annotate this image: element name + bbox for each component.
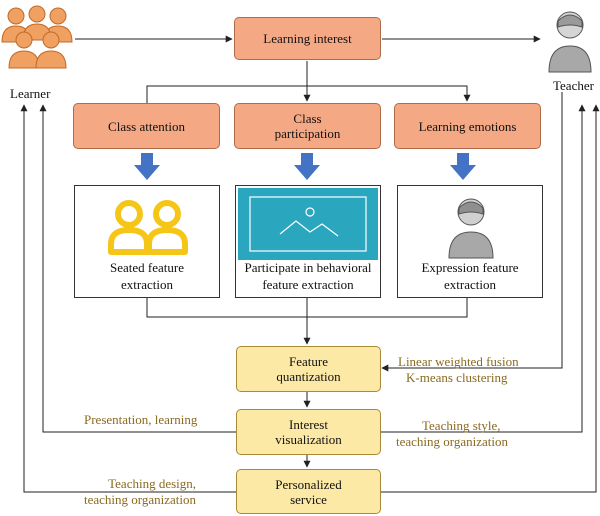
behavioral-feature-line-1: Participate in behavioral xyxy=(244,260,372,275)
feature-quantization-line-1: Feature xyxy=(289,354,328,369)
learner-group-icon xyxy=(1,5,73,69)
learning-emotions-label: Learning emotions xyxy=(418,118,517,134)
arrow-visualization-to-teacher xyxy=(381,104,586,433)
seated-feature-line-2: extraction xyxy=(121,277,173,292)
presentation-note-text: Presentation, learning xyxy=(84,412,198,427)
interest-visualization-line-2: visualization xyxy=(275,432,342,447)
learning-emotions-box: Learning emotions xyxy=(394,103,541,149)
learner-label: Learner xyxy=(10,86,51,101)
behavior-screen-icon xyxy=(238,188,378,260)
teaching-style-line-2: teaching organization xyxy=(396,434,509,449)
class-attention-label: Class attention xyxy=(108,118,185,134)
seated-feature-line-1: Seated feature xyxy=(110,260,184,275)
arrow-teacher-to-quantization xyxy=(381,92,563,372)
learning-interest-label: Learning interest xyxy=(263,31,352,46)
expression-person-icon xyxy=(448,198,494,259)
teaching-style-line-1: Teaching style, xyxy=(422,418,501,433)
expression-feature-card: Expression feature extraction xyxy=(397,185,543,298)
class-attention-box: Class attention xyxy=(73,103,220,149)
class-participation-box: Class participation xyxy=(234,103,381,149)
personalized-service-line-1: Personalized xyxy=(275,476,342,492)
teacher-icon xyxy=(548,11,592,73)
class-participation-line-2: participation xyxy=(274,126,341,141)
teaching-design-line-1: Teaching design, xyxy=(108,476,197,491)
interest-visualization-box: Interest visualization xyxy=(236,409,381,455)
arrow-service-to-learner xyxy=(20,104,236,493)
behavioral-feature-line-2: feature extraction xyxy=(262,277,354,292)
teaching-design-note: Teaching design, teaching organization xyxy=(84,476,196,508)
interest-visualization-line-1: Interest xyxy=(289,417,328,432)
personalized-service-line-2: service xyxy=(290,491,327,507)
fusion-note-line-1: Linear weighted fusion xyxy=(398,354,519,369)
class-participation-line-1: Class xyxy=(293,111,322,126)
personalized-service-box: Personalized service xyxy=(236,469,381,514)
expression-feature-line-2: extraction xyxy=(444,277,496,292)
expression-feature-line-1: Expression feature xyxy=(421,260,519,275)
presentation-note: Presentation, learning xyxy=(84,412,197,428)
arrow-visualization-to-learner xyxy=(39,104,236,433)
seated-people-icon xyxy=(108,200,188,255)
arrow-service-to-teacher xyxy=(381,104,600,493)
feature-quantization-box: Feature quantization xyxy=(236,346,381,392)
learning-interest-box: Learning interest xyxy=(234,17,381,60)
down-arrow-icon xyxy=(134,153,476,180)
teacher-label: Teacher xyxy=(553,78,594,93)
fusion-note: Linear weighted fusion K-means clusterin… xyxy=(398,354,519,386)
teaching-design-line-2: teaching organization xyxy=(84,492,197,507)
fusion-note-line-2: K-means clustering xyxy=(406,370,508,385)
teaching-style-note: Teaching style, teaching organization xyxy=(396,418,508,450)
feature-quantization-line-2: quantization xyxy=(276,369,341,384)
behavioral-feature-card: Participate in behavioral feature extrac… xyxy=(235,185,381,298)
seated-feature-card: Seated feature extraction xyxy=(74,185,220,298)
